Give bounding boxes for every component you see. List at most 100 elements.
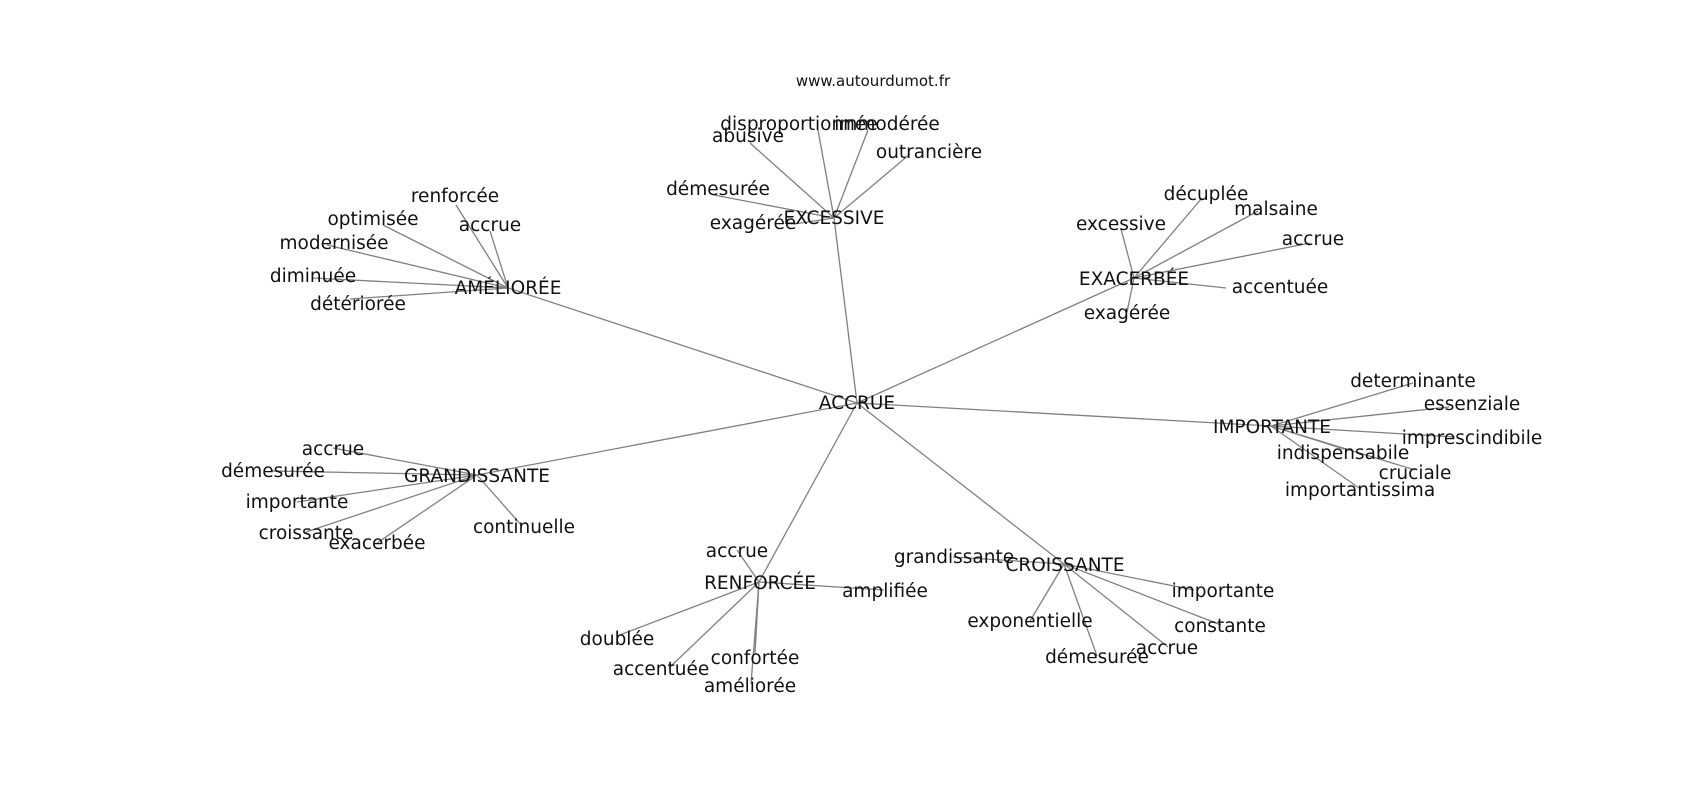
edge-hub-to-leaf: [758, 581, 885, 591]
edge-hub-to-leaf: [305, 474, 478, 533]
leaf-node-label: renforcée: [411, 186, 499, 207]
leaf-node-label: exagérée: [1084, 303, 1170, 324]
leaf-node-label: excessive: [1076, 214, 1166, 235]
leaf-node-label: disproportionnée: [720, 114, 877, 135]
edge-hub-to-leaf: [833, 153, 911, 219]
hub-node-label: AMÉLIORÉE: [455, 277, 562, 299]
edge-hub-to-leaf: [1063, 563, 1169, 648]
edge-hub-to-leaf: [1270, 406, 1450, 427]
leaf-node-label: détériorée: [310, 294, 406, 315]
leaf-node-label: determinante: [1350, 371, 1476, 392]
leaf-node-label: diminuée: [270, 266, 356, 287]
edge-center-to-hub: [856, 277, 1135, 404]
leaf-node-label: démesurée: [666, 179, 770, 200]
edge-hub-to-leaf: [817, 129, 835, 219]
edge-hub-to-leaf: [349, 287, 509, 300]
edge-center-to-hub: [476, 402, 858, 476]
edge-center-to-hub: [856, 402, 1065, 565]
edge-hub-to-leaf: [1133, 210, 1259, 279]
leaf-node-label: immodérée: [834, 114, 940, 135]
edge-center-to-hub: [833, 217, 858, 404]
leaf-node-label: continuelle: [473, 517, 575, 538]
edge-hub-to-leaf: [332, 447, 478, 476]
hub-node-label: EXCESSIVE: [784, 208, 885, 229]
leaf-node-label: accentuée: [1232, 277, 1329, 298]
edge-hub-to-leaf: [616, 581, 760, 637]
edge-hub-to-leaf: [382, 224, 509, 289]
leaf-node-label: outrancière: [876, 142, 982, 163]
leaf-node-label: accentuée: [613, 659, 710, 680]
edge-hub-to-leaf: [1063, 563, 1222, 626]
leaf-node-label: doublée: [580, 629, 654, 650]
edge-center-to-hub: [856, 402, 1272, 427]
edge-hub-to-leaf: [736, 549, 760, 583]
leaf-node-label: abusive: [712, 126, 784, 147]
leaf-node-label: essenziale: [1424, 394, 1520, 415]
leaf-node-label: décuplée: [1164, 184, 1249, 205]
edge-hub-to-leaf: [1270, 382, 1414, 427]
leaf-node-label: démesurée: [221, 461, 325, 482]
edge-hub-to-leaf: [1270, 425, 1416, 471]
edge-hub-to-leaf: [1029, 563, 1065, 622]
edge-hub-to-leaf: [312, 277, 509, 289]
edge-hub-to-leaf: [1063, 563, 1098, 657]
leaf-node-label: accrue: [1136, 638, 1198, 659]
leaf-node-label: accrue: [706, 541, 768, 562]
edge-hub-to-leaf: [750, 581, 760, 685]
edge-hub-to-leaf: [1126, 277, 1135, 313]
edge-hub-to-leaf: [476, 474, 523, 527]
edge-hub-to-leaf: [1133, 197, 1203, 279]
edge-hub-to-leaf: [489, 230, 509, 289]
leaf-node-label: accrue: [459, 215, 521, 236]
hub-node-label: GRANDISSANTE: [404, 466, 550, 487]
leaf-node-label: optimisée: [327, 209, 418, 230]
edge-hub-to-leaf: [1120, 228, 1135, 279]
leaf-node-label: imprescindibile: [1402, 428, 1542, 449]
leaf-node-label: grandissante: [894, 547, 1014, 568]
edge-hub-to-leaf: [1063, 563, 1195, 591]
leaf-node-label: amplifiée: [842, 581, 928, 602]
edge-hub-to-leaf: [271, 470, 478, 476]
leaf-node-label: accrue: [1282, 229, 1344, 250]
leaf-node-label: croissante: [259, 523, 354, 544]
edge-hub-to-leaf: [376, 474, 478, 544]
edge-hub-to-leaf: [668, 581, 760, 669]
site-url: www.autourdumot.fr: [796, 72, 951, 90]
leaf-node-label: importante: [246, 492, 349, 513]
edge-hub-to-leaf: [326, 244, 509, 289]
leaf-node-label: exagérée: [710, 213, 796, 234]
leaf-node-label: importantissima: [1285, 480, 1435, 501]
graph-edges: [271, 129, 1456, 685]
edge-center-to-hub: [758, 402, 858, 583]
hub-node-label: RENFORCÉE: [704, 572, 816, 594]
leaf-node-label: démesurée: [1045, 647, 1149, 668]
leaf-node-label: indispensabile: [1277, 443, 1410, 464]
leaf-node-label: malsaine: [1234, 199, 1318, 220]
leaf-node-label: constante: [1174, 616, 1266, 637]
edge-hub-to-leaf: [1133, 242, 1311, 279]
edge-hub-to-leaf: [749, 142, 835, 219]
edge-hub-to-leaf: [833, 129, 869, 219]
edge-hub-to-leaf: [793, 217, 835, 225]
edge-hub-to-leaf: [1270, 425, 1456, 438]
edge-center-to-hub: [507, 287, 858, 404]
edge-hub-to-leaf: [455, 204, 509, 289]
leaf-node-label: exacerbée: [328, 533, 425, 554]
center-node-label: ACCRUE: [819, 393, 895, 414]
leaf-node-label: cruciale: [1379, 463, 1452, 484]
leaf-node-label: améliorée: [704, 676, 796, 697]
graph-labels: www.autourdumot.fr ACCRUE EXCESSIVE dispr…: [221, 72, 1542, 697]
leaf-node-label: importante: [1172, 581, 1275, 602]
leaf-node-label: confortée: [711, 648, 800, 669]
hub-node-label: IMPORTANTE: [1213, 417, 1331, 438]
edge-hub-to-leaf: [952, 556, 1065, 565]
leaf-node-label: exponentielle: [967, 611, 1092, 632]
edge-hub-to-leaf: [1133, 277, 1227, 289]
edge-hub-to-leaf: [1270, 425, 1360, 489]
leaf-node-label: accrue: [302, 439, 364, 460]
edge-hub-to-leaf: [296, 474, 478, 503]
leaf-node-label: modernisée: [279, 233, 388, 254]
hub-node-label: CROISSANTE: [1005, 555, 1124, 576]
edge-hub-to-leaf: [713, 194, 835, 219]
